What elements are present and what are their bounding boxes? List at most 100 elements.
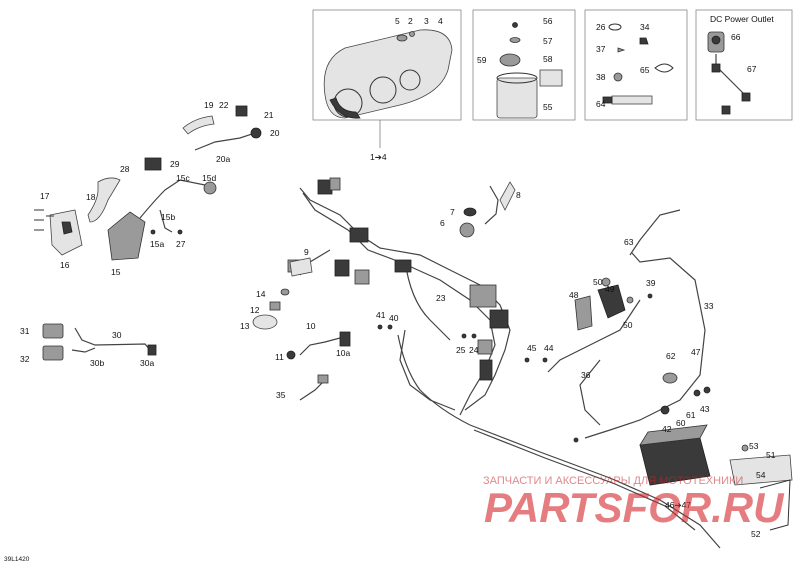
fuel-level-sender <box>496 22 563 119</box>
callout: 36 <box>581 370 591 380</box>
callout: 55 <box>543 102 553 112</box>
battery <box>639 372 711 486</box>
callout: 26 <box>596 22 606 32</box>
callout: 28 <box>120 164 130 174</box>
callout: 50 <box>593 277 603 287</box>
hardware-inset-box <box>584 9 688 121</box>
fasteners <box>150 229 653 443</box>
callout: 34 <box>640 22 650 32</box>
hardware-items <box>602 23 674 105</box>
callout: 7 <box>450 207 455 217</box>
callout: 45 <box>527 343 537 353</box>
rocker-switches <box>42 323 157 361</box>
callout: 31 <box>20 326 30 336</box>
callout: 9 <box>304 247 309 257</box>
callout: 24 <box>469 345 479 355</box>
callout: 60 <box>676 418 686 428</box>
small-screws-left <box>34 209 54 231</box>
callout: 27 <box>176 239 186 249</box>
callout: 20a <box>216 154 230 164</box>
callout: 15 <box>111 267 121 277</box>
callout: 16 <box>60 260 70 270</box>
callout: 37 <box>596 44 606 54</box>
cluster-inset-box <box>312 9 462 121</box>
callout: 10a <box>336 348 350 358</box>
battery-cables <box>399 209 706 439</box>
callout: 21 <box>264 110 274 120</box>
dc-outlet-inset-box <box>695 9 793 121</box>
callout: 56 <box>543 16 553 26</box>
callout: 4 <box>438 16 443 26</box>
callout: 11 <box>275 352 284 362</box>
callout: 2 <box>408 16 413 26</box>
callout: 5 <box>395 16 400 26</box>
callout: 14 <box>256 289 266 299</box>
callout: 46➔47 <box>665 500 691 510</box>
callout: 67 <box>747 64 757 74</box>
callout: 29 <box>170 159 180 169</box>
callout: 51 <box>766 450 776 460</box>
callout: 3 <box>424 16 429 26</box>
callout: 10 <box>306 321 316 331</box>
callout: 23 <box>436 293 446 303</box>
callout: 35 <box>276 390 286 400</box>
callout: 30a <box>140 358 154 368</box>
callout: 38 <box>596 72 606 82</box>
callout: 59 <box>477 55 487 65</box>
callout: 58 <box>543 54 553 64</box>
long-cable <box>469 424 721 549</box>
callout: 42 <box>662 424 672 434</box>
callout: 52 <box>751 529 761 539</box>
callout: 66 <box>731 32 741 42</box>
callout: 39 <box>646 278 656 288</box>
callout: 63 <box>624 237 634 247</box>
fuel-sender-inset-box <box>472 9 576 121</box>
callout: 17 <box>40 191 50 201</box>
solenoid-relay <box>574 277 634 331</box>
watermark-line1: ЗАПЧАСТИ И АКСЕССУАРЫ ДЛЯ МОТОТЕХНИКИ <box>483 475 743 487</box>
cluster-small-parts <box>396 31 415 42</box>
callout: 20 <box>270 128 280 138</box>
callout: 44 <box>544 343 554 353</box>
main-wiring-harness <box>287 177 511 426</box>
callout: 25 <box>456 345 466 355</box>
callout: 30b <box>90 358 104 368</box>
watermark-logo: PARTSFOR.RU <box>484 484 785 531</box>
callout: 13 <box>240 321 250 331</box>
callout: 15d <box>202 173 216 183</box>
callout: 19 <box>204 100 214 110</box>
dc-outlet-title: DC Power Outlet <box>710 14 774 24</box>
callout: 65 <box>640 65 650 75</box>
instrument-cluster <box>323 29 453 119</box>
callout: 64 <box>596 99 606 109</box>
callout: 12 <box>250 305 260 315</box>
sensor-group-6-8 <box>459 181 516 238</box>
callout: 53 <box>749 441 759 451</box>
callout-labels: 5 2 3 4 1➔4 56 57 59 58 55 26 34 37 65 3… <box>20 14 776 539</box>
callout: 48 <box>569 290 579 300</box>
callout: 40 <box>389 313 399 323</box>
callout: 15c <box>176 173 190 183</box>
battery-holder <box>729 444 793 531</box>
callout: 61 <box>686 410 696 420</box>
callout: 15b <box>161 212 175 222</box>
callout: 22 <box>219 100 229 110</box>
figure-code: 39L1420 <box>4 556 30 563</box>
dc-power-outlet <box>707 31 751 115</box>
callout: 43 <box>700 404 710 414</box>
steering-switch-group <box>182 105 262 151</box>
misc-parts <box>252 257 351 401</box>
callout: 30 <box>112 330 122 340</box>
callout: 18 <box>86 192 96 202</box>
callout: 1➔4 <box>370 152 387 162</box>
callout: 33 <box>704 301 714 311</box>
handlebar-switch <box>49 157 217 261</box>
callout: 62 <box>666 351 676 361</box>
callout: 47 <box>691 347 701 357</box>
callout: 41 <box>376 310 386 320</box>
callout: 8 <box>516 190 521 200</box>
callout: 6 <box>440 218 445 228</box>
callout: 49 <box>605 284 615 294</box>
callout: 32 <box>20 354 30 364</box>
